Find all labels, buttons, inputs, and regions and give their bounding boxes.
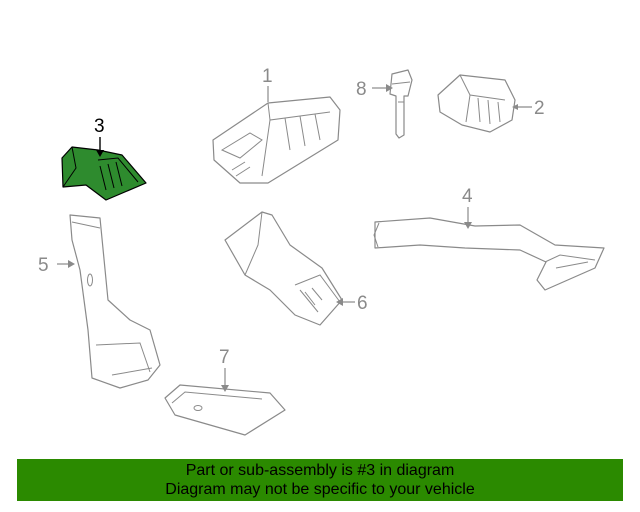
part-8-sensor[interactable] [389,69,413,139]
callout-8: 8 [356,79,367,100]
part-7-flat-outlet[interactable] [164,384,286,436]
banner-line-1: Part or sub-assembly is #3 in diagram [185,462,455,479]
callout-2: 2 [534,98,545,119]
info-banner: Part or sub-assembly is #3 in diagram Di… [17,459,623,501]
part-5-floor-duct[interactable] [69,214,161,389]
callout-4: 4 [462,186,473,207]
part-4-rear-duct[interactable] [373,217,605,291]
callout-6: 6 [357,293,368,314]
callout-5: 5 [38,255,49,276]
callout-3: 3 [94,116,105,137]
callout-1: 1 [262,66,273,87]
banner-line-2: Diagram may not be specific to your vehi… [165,481,475,498]
part-2-side-vent[interactable] [437,74,516,133]
part-1-center-vent[interactable] [212,96,341,184]
parts-diagram: 1 2 3 4 5 6 [38,66,605,436]
part-6-connector-duct[interactable] [224,211,343,326]
callout-7: 7 [219,347,230,368]
part-3-defroster-vent[interactable] [61,146,147,201]
